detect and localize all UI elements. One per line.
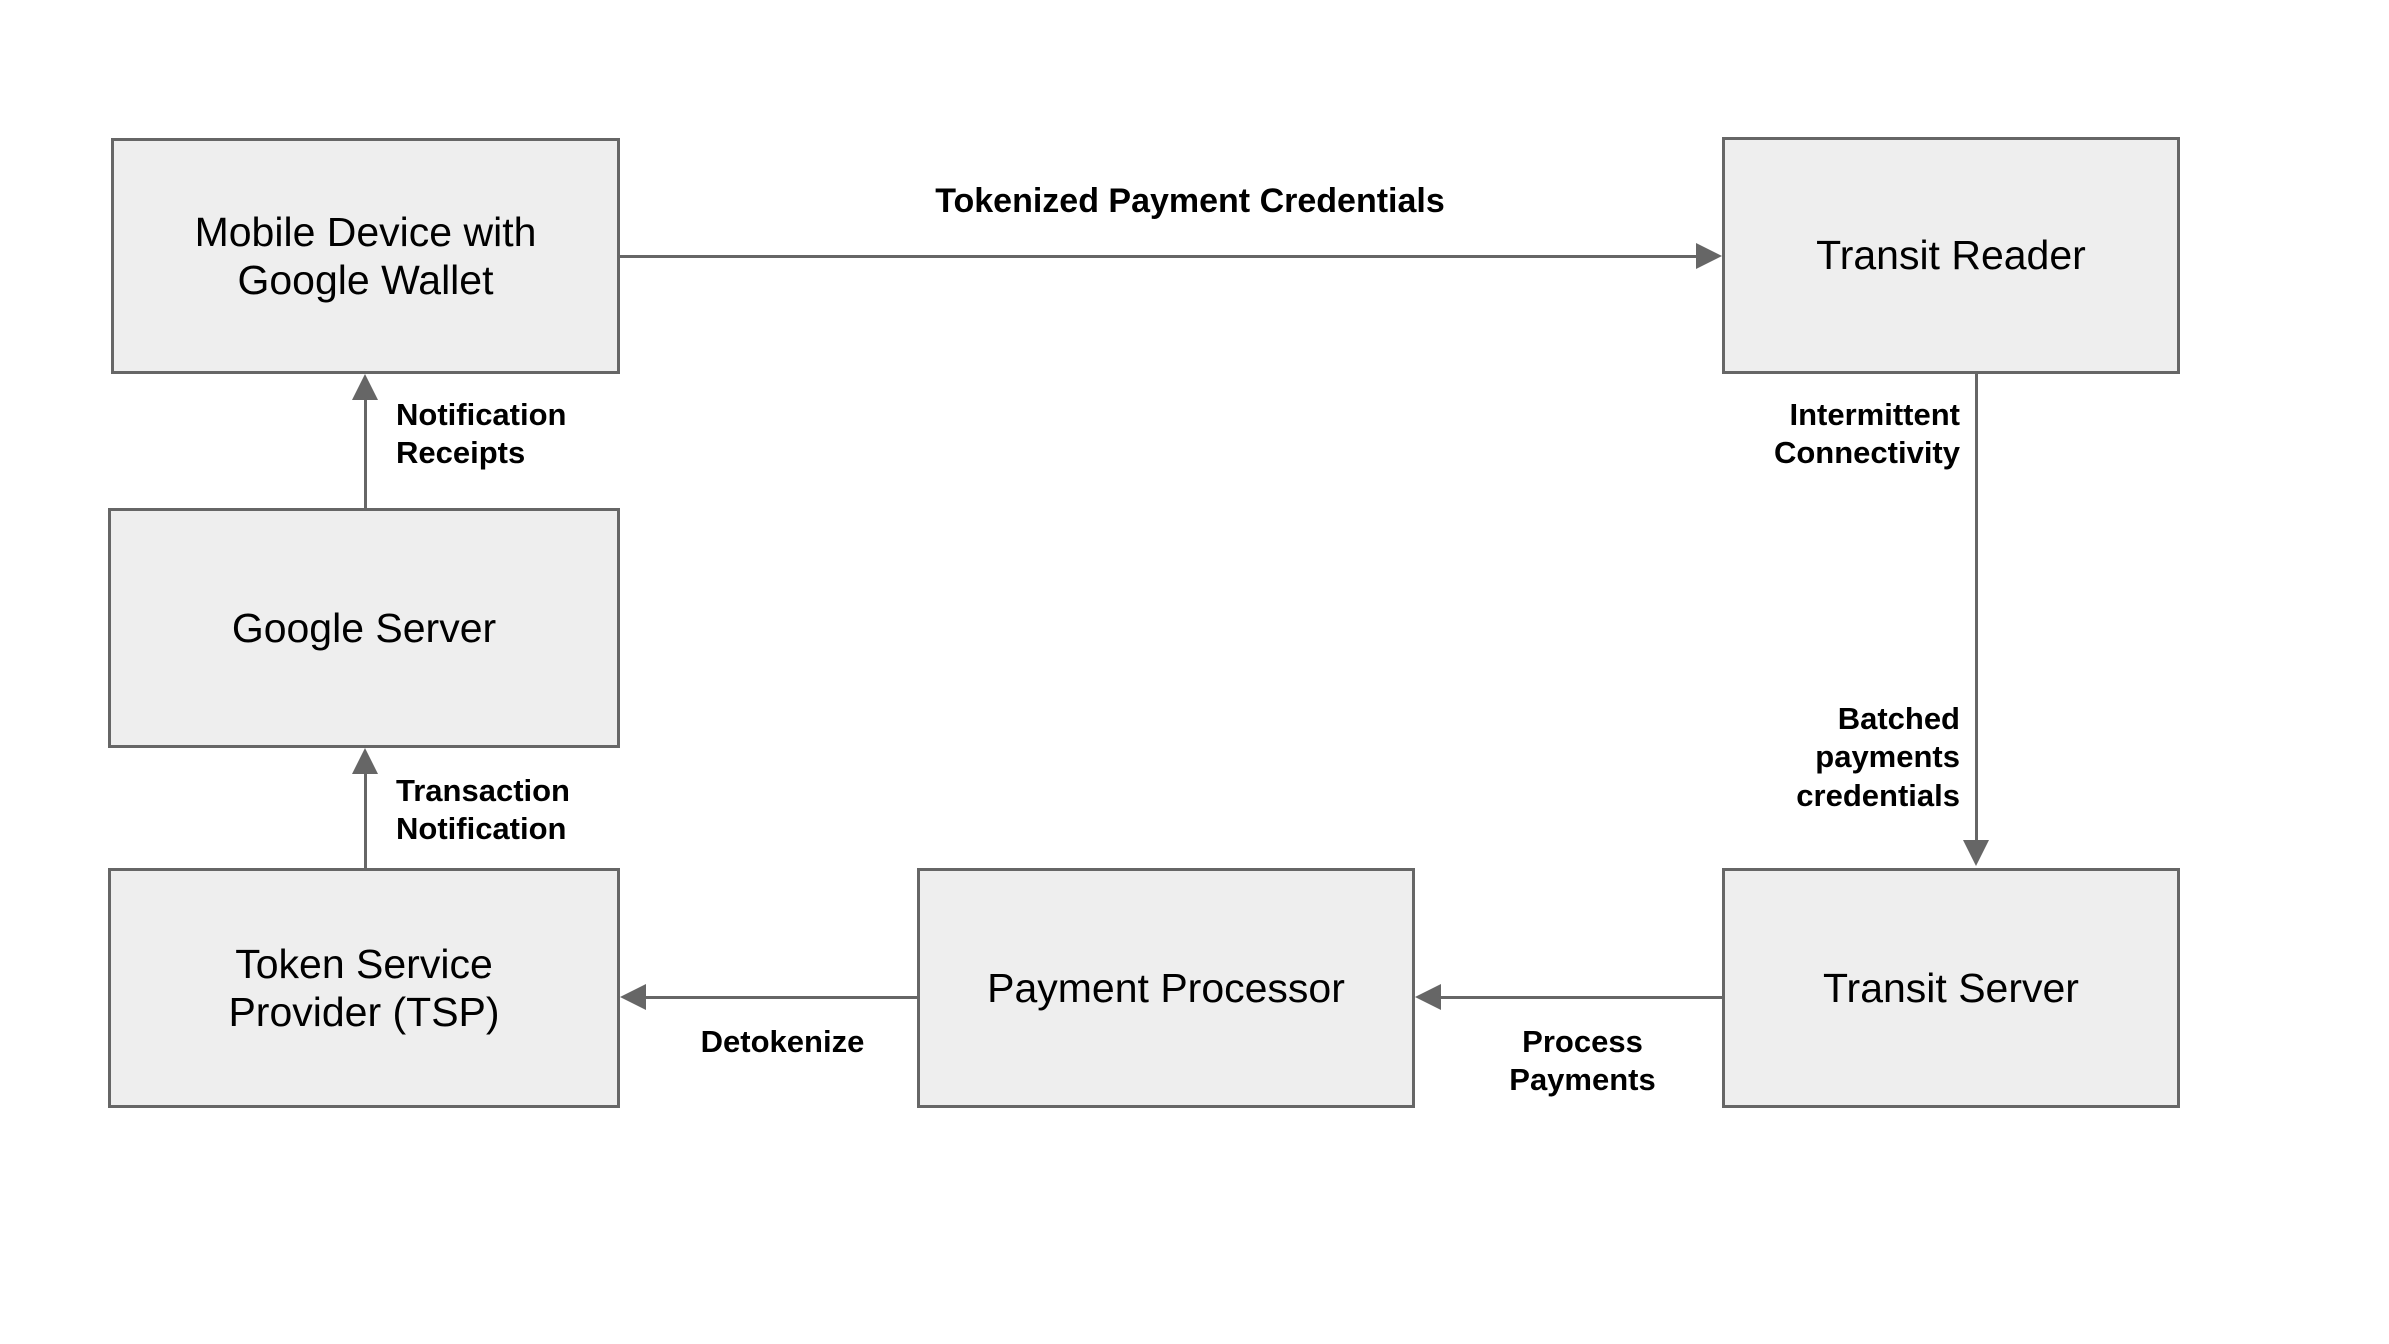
node-mobile-device-label: Mobile Device with Google Wallet	[194, 208, 537, 303]
edge-label-transaction-notification: Transaction Notification	[396, 773, 570, 847]
node-mobile-device[interactable]: Mobile Device with Google Wallet	[111, 138, 620, 374]
node-transit-server-label: Transit Server	[1823, 964, 2079, 1011]
edge-tokenized-payment-credentials-line	[620, 255, 1700, 258]
edge-tokenized-payment-credentials-arrowhead	[1696, 243, 1722, 269]
edge-label-tokenized-payment-credentials: Tokenized Payment Credentials	[935, 182, 1445, 220]
node-transit-reader[interactable]: Transit Reader	[1722, 137, 2180, 374]
edge-label-process-payments: Process Payments	[1509, 1024, 1656, 1098]
node-token-service-provider-label: Token Service Provider (TSP)	[228, 940, 500, 1035]
edge-transaction-notification-line	[364, 774, 367, 868]
edge-detokenize-line	[646, 996, 917, 999]
edge-process-payments-line	[1441, 996, 1722, 999]
node-payment-processor-label: Payment Processor	[987, 964, 1345, 1011]
edge-transit-reader-to-server-arrowhead	[1963, 840, 1989, 866]
edge-label-batched-payments-credentials: Batched payments credentials	[1796, 701, 1960, 813]
node-payment-processor[interactable]: Payment Processor	[917, 868, 1415, 1108]
edge-process-payments-arrowhead	[1415, 984, 1441, 1010]
edge-notification-receipts-line	[364, 400, 367, 508]
node-transit-reader-label: Transit Reader	[1816, 232, 2086, 279]
node-google-server[interactable]: Google Server	[108, 508, 620, 748]
edge-label-intermittent-connectivity: Intermittent Connectivity	[1773, 397, 1960, 471]
edge-notification-receipts-arrowhead	[352, 374, 378, 400]
edge-detokenize-arrowhead	[620, 984, 646, 1010]
edge-label-detokenize: Detokenize	[700, 1024, 865, 1059]
edge-label-notification-receipts: Notification Receipts	[396, 397, 567, 471]
node-transit-server[interactable]: Transit Server	[1722, 868, 2180, 1108]
node-google-server-label: Google Server	[231, 604, 497, 651]
edge-transit-reader-to-server-line	[1975, 374, 1978, 842]
edge-transaction-notification-arrowhead	[352, 748, 378, 774]
node-token-service-provider[interactable]: Token Service Provider (TSP)	[108, 868, 620, 1108]
